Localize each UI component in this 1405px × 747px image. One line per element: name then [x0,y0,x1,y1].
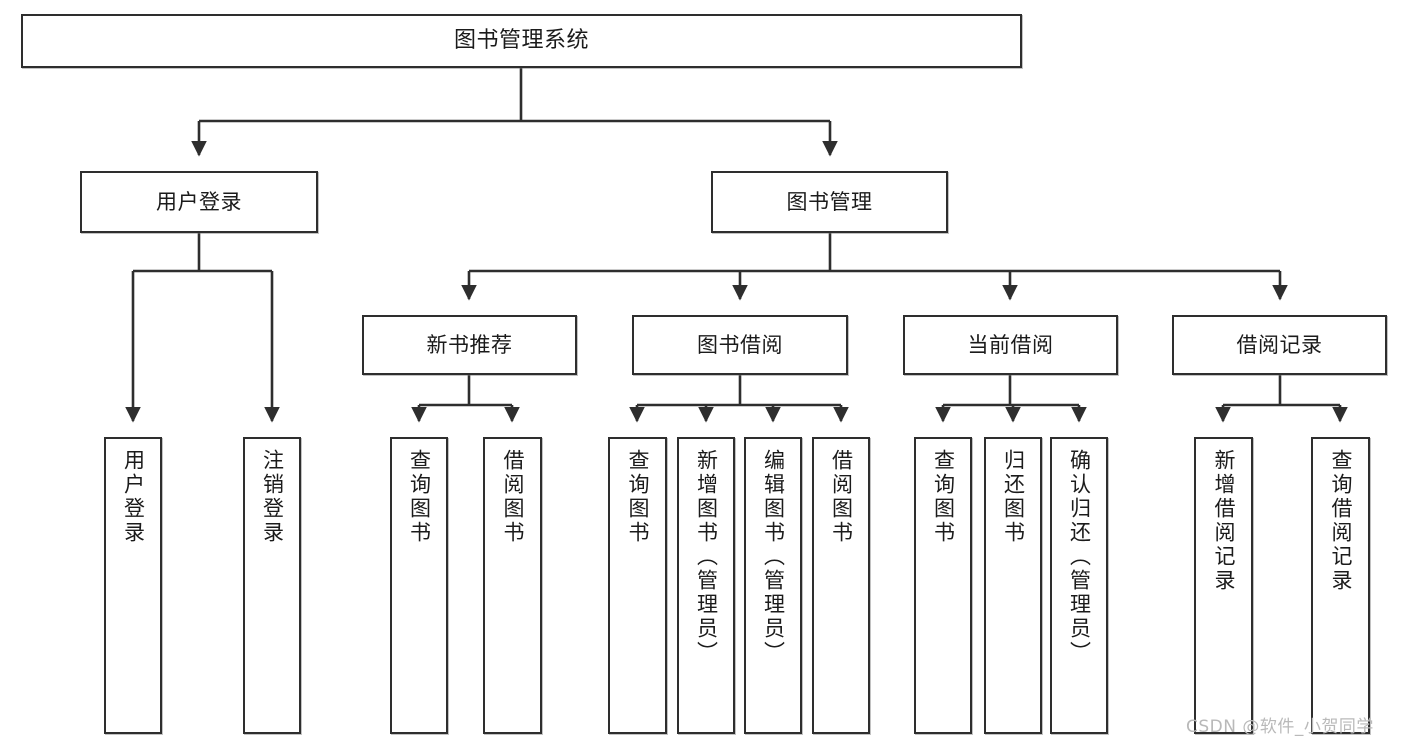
node-leaf-query-book-2[interactable]: 查询图书 [608,437,667,734]
node-leaf-add-record[interactable]: 新增借阅记录 [1194,437,1253,734]
node-leaf-return-book[interactable]: 归还图书 [984,437,1042,734]
node-leaf-query-record[interactable]: 查询借阅记录 [1311,437,1370,734]
node-label: 借阅图书 [501,449,525,545]
node-label: 当前借阅 [967,332,1054,357]
node-label: 归还图书 [1001,449,1026,545]
node-root-system[interactable]: 图书管理系统 [21,14,1022,68]
node-label: 借阅记录 [1236,332,1323,357]
node-label: 新书推荐 [426,332,513,357]
node-current-borrow[interactable]: 当前借阅 [903,315,1118,375]
node-book-manage[interactable]: 图书管理 [711,171,948,233]
node-label: 借阅图书 [829,449,854,545]
node-label: 用户登录 [121,449,146,545]
node-leaf-borrow-book-2[interactable]: 借阅图书 [812,437,870,734]
node-label: 查询图书 [626,449,650,545]
node-label: 查询图书 [931,449,956,545]
node-leaf-edit-book[interactable]: 编辑图书（管理员） [744,437,802,734]
node-leaf-query-book-1[interactable]: 查询图书 [390,437,448,734]
node-leaf-user-login[interactable]: 用户登录 [104,437,162,734]
node-book-borrow[interactable]: 图书借阅 [632,315,848,375]
node-leaf-borrow-book-1[interactable]: 借阅图书 [483,437,542,734]
node-borrow-record[interactable]: 借阅记录 [1172,315,1387,375]
node-label: 新增借阅记录 [1212,449,1236,593]
node-user-login[interactable]: 用户登录 [80,171,318,233]
node-label: 编辑图书（管理员） [761,449,786,665]
node-leaf-query-book-3[interactable]: 查询图书 [914,437,972,734]
node-label: 确认归还（管理员） [1067,449,1092,665]
node-label: 注销登录 [260,449,285,545]
node-label: 新增图书（管理员） [694,449,719,665]
node-new-book-recommend[interactable]: 新书推荐 [362,315,577,375]
node-leaf-add-book[interactable]: 新增图书（管理员） [677,437,735,734]
node-leaf-confirm-return[interactable]: 确认归还（管理员） [1050,437,1108,734]
node-label: 图书管理系统 [453,28,589,54]
node-label: 图书管理 [786,189,873,214]
node-leaf-logout[interactable]: 注销登录 [243,437,301,734]
node-label: 图书借阅 [697,332,783,357]
node-label: 查询借阅记录 [1329,449,1353,593]
node-label: 查询图书 [407,449,432,545]
node-label: 用户登录 [156,189,242,214]
